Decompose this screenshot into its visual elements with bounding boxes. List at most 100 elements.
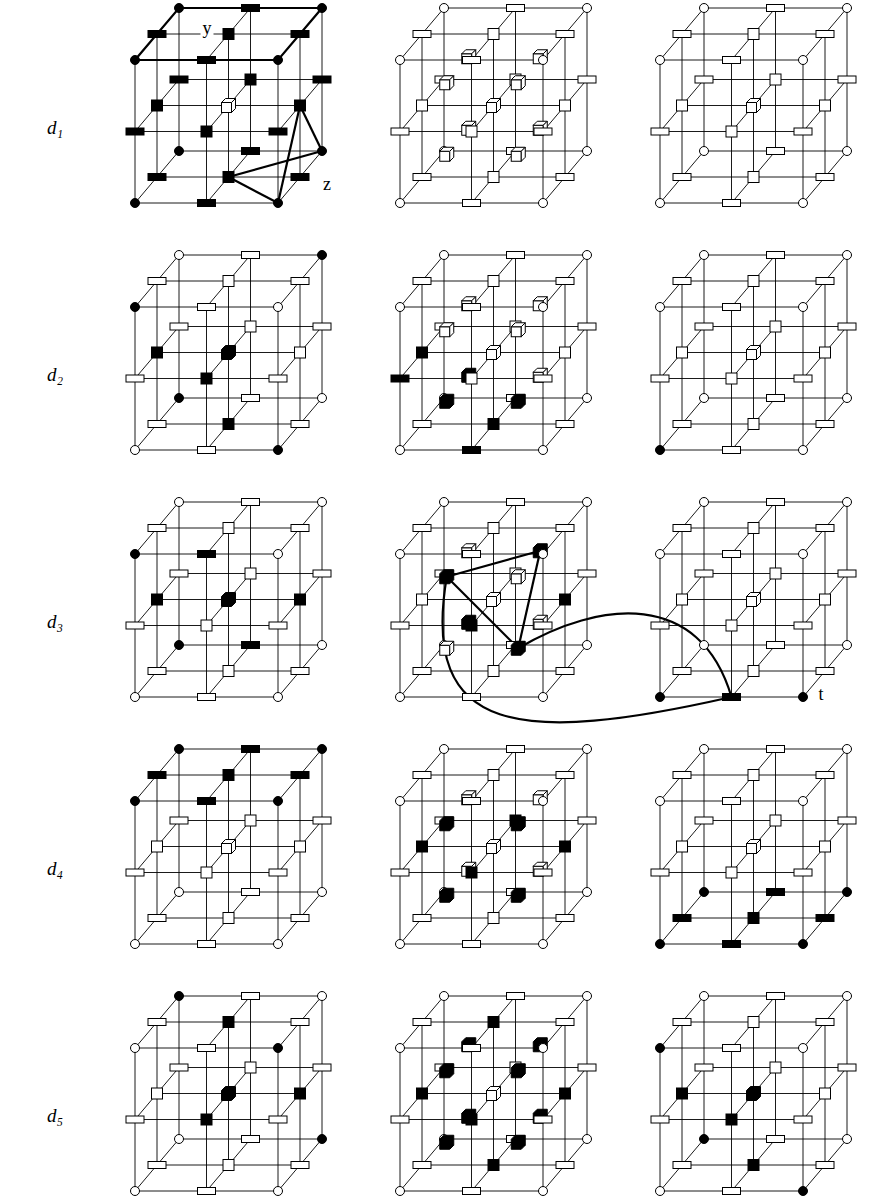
edge-symbol — [269, 869, 287, 876]
edge-symbol — [838, 323, 856, 330]
edge-symbol — [291, 772, 309, 779]
edge-symbol — [391, 622, 409, 629]
edge-symbol — [695, 817, 713, 824]
cube-front — [747, 350, 757, 360]
face-symbol — [488, 276, 499, 287]
edge-symbol — [767, 642, 785, 649]
vertex-dot — [656, 56, 665, 65]
cube-symbol — [440, 323, 454, 337]
lattice-cube — [126, 992, 331, 1196]
point-label: t — [816, 685, 825, 703]
cube-side — [232, 840, 236, 854]
face-symbol — [748, 1017, 759, 1028]
edge-symbol — [723, 798, 741, 805]
vertex-dot — [175, 147, 184, 156]
cube-symbol — [487, 840, 501, 854]
edge-symbol — [291, 915, 309, 922]
vertex-dot — [583, 498, 592, 507]
face-symbol — [677, 1088, 688, 1099]
vertex-dot — [274, 1187, 283, 1196]
grid-line — [543, 502, 587, 554]
vertex-dot — [131, 550, 140, 559]
vertex-dot — [318, 147, 327, 156]
edge-symbol — [291, 525, 309, 532]
cube-filled — [440, 1135, 454, 1149]
cube-side — [450, 147, 454, 161]
vertex-dot — [440, 498, 449, 507]
face-symbol — [748, 29, 759, 40]
vertex-dot — [700, 745, 709, 754]
cube-side — [497, 593, 501, 607]
edge-symbol — [651, 128, 669, 135]
face-symbol — [417, 347, 428, 358]
lattice-cube — [126, 4, 331, 208]
vertex-dot — [799, 1187, 808, 1196]
edge-symbol — [291, 1019, 309, 1026]
edge-symbol — [673, 31, 691, 38]
vertex-dot — [274, 303, 283, 312]
vertex-dot — [583, 992, 592, 1001]
cube-side — [757, 99, 761, 113]
cube-filled — [511, 817, 525, 831]
edge-symbol — [463, 57, 481, 64]
vertex-dot — [274, 199, 283, 208]
face-symbol — [770, 74, 781, 85]
cube-filled — [440, 817, 454, 831]
edge-symbol — [556, 668, 574, 675]
vertex-dot — [700, 394, 709, 403]
lattice-cube — [391, 745, 596, 949]
edge-symbol — [507, 499, 525, 506]
vertex-dot — [318, 498, 327, 507]
face-symbol — [748, 419, 759, 430]
edge-symbol — [198, 798, 216, 805]
grid-line — [543, 996, 587, 1048]
edge-symbol — [794, 128, 812, 135]
cube-side — [521, 76, 525, 90]
vertex-dot — [318, 888, 327, 897]
cube-side — [450, 641, 454, 655]
vertex-dot — [274, 1044, 283, 1053]
edge-symbol — [170, 1064, 188, 1071]
face-symbol — [748, 523, 759, 534]
vertex-dot — [583, 745, 592, 754]
edge-symbol — [816, 1162, 834, 1169]
edge-symbol — [391, 1116, 409, 1123]
edge-symbol — [413, 174, 431, 181]
vertex-dot — [583, 641, 592, 650]
edge-symbol — [556, 525, 574, 532]
edge-symbol — [578, 323, 596, 330]
lattice-cube — [391, 498, 732, 723]
cube-symbol — [511, 147, 525, 161]
grid-line — [207, 749, 251, 801]
vertex-dot — [274, 446, 283, 455]
edge-symbol — [507, 993, 525, 1000]
edge-symbol — [578, 1064, 596, 1071]
face-symbol — [223, 913, 234, 924]
face-symbol — [223, 770, 234, 781]
face-symbol — [201, 126, 212, 137]
cube-front — [511, 574, 521, 584]
edge-symbol — [651, 375, 669, 382]
face-symbol — [560, 594, 571, 605]
edge-symbol — [556, 31, 574, 38]
vertex-dot — [396, 303, 405, 312]
edge-symbol — [556, 278, 574, 285]
edge-symbol — [198, 551, 216, 558]
edge-symbol — [534, 869, 552, 876]
edge-symbol — [534, 622, 552, 629]
edge-symbol — [816, 525, 834, 532]
face-symbol — [488, 913, 499, 924]
grid-line — [472, 749, 516, 801]
cube-symbol — [511, 323, 525, 337]
grid-line — [278, 996, 322, 1048]
edge-symbol — [695, 76, 713, 83]
edge-symbol — [507, 252, 525, 259]
vertex-dot — [700, 4, 709, 13]
face-symbol — [820, 1088, 831, 1099]
vertex-dot — [318, 992, 327, 1001]
vertex-dot — [539, 199, 548, 208]
cube-front — [487, 350, 497, 360]
cube-front — [747, 597, 757, 607]
vertex-dot — [843, 1135, 852, 1144]
edge-symbol — [170, 323, 188, 330]
